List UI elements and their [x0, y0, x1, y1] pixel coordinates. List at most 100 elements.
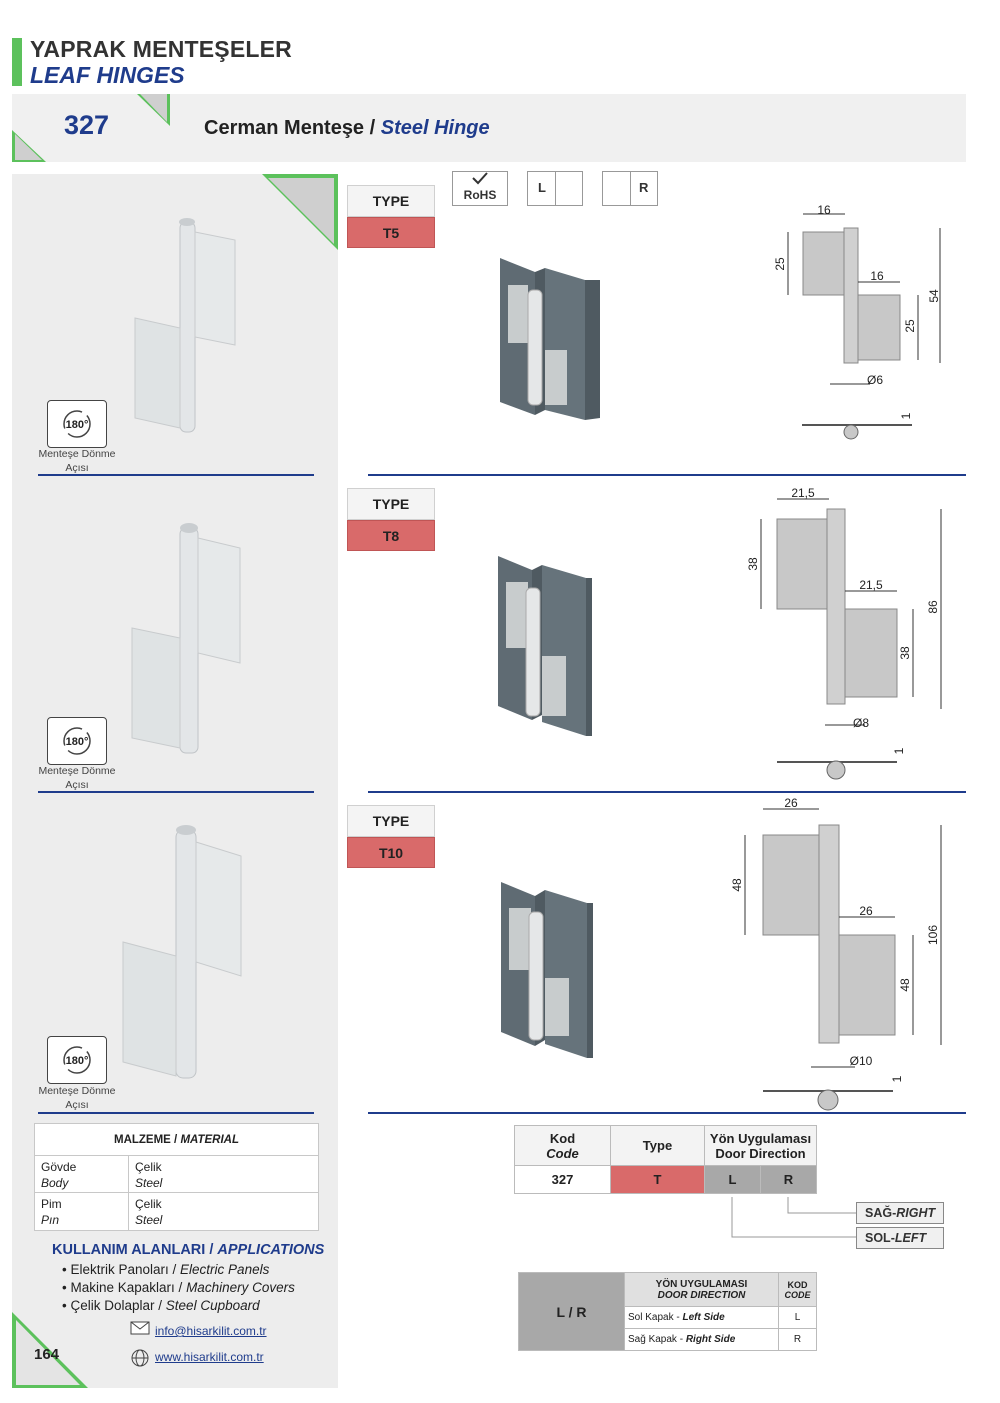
material-heading-tr: MALZEME / — [113, 1133, 178, 1146]
lr-row-right: Sağ Kapak - Right Side — [624, 1328, 779, 1351]
applications-heading-en: APPLICATIONS — [217, 1242, 325, 1258]
svg-text:106: 106 — [926, 925, 940, 945]
type-value: T10 — [347, 837, 435, 868]
material-heading: MALZEME / MATERIAL — [35, 1124, 318, 1156]
application-item: Makine Kapakları / Machinery Covers — [62, 1279, 294, 1297]
section-title-tr: YAPRAK MENTEŞELER — [30, 36, 292, 62]
cell-type: T — [610, 1165, 705, 1194]
title-accent-bar — [12, 38, 22, 86]
svg-text:21,5: 21,5 — [791, 486, 815, 500]
application-item: Elektrik Panoları / Electric Panels — [62, 1261, 295, 1279]
email-icon — [130, 1321, 150, 1335]
svg-text:25: 25 — [903, 319, 917, 333]
right-direction-badge: R — [602, 171, 658, 206]
svg-text:26: 26 — [784, 796, 798, 810]
svg-text:Ø6: Ø6 — [867, 373, 883, 387]
left-direction-badge: L — [527, 171, 583, 206]
rotation-caption-1: Menteşe Dönme — [38, 765, 116, 777]
website-link[interactable]: www.hisarkilit.com.tr — [155, 1350, 264, 1364]
divider — [38, 791, 314, 793]
svg-text:1: 1 — [892, 747, 906, 754]
cell-code: 327 — [514, 1165, 611, 1194]
part-en: Pın — [41, 1213, 60, 1227]
material-tr: Çelik — [135, 1197, 162, 1211]
svg-text:Ø10: Ø10 — [850, 1054, 873, 1068]
rotation-caption-2: Açısı — [65, 779, 89, 791]
section-title-en: LEAF HINGES — [30, 62, 185, 88]
part-en: Body — [41, 1176, 69, 1190]
svg-text:1: 1 — [899, 412, 913, 419]
rotation-caption-1: Menteşe Dönme — [38, 448, 116, 460]
divider — [38, 1112, 314, 1114]
hinge-3d-t8 — [498, 556, 592, 736]
checkmark-icon — [472, 172, 488, 185]
drawing-t5: 16 25 16 25 54 Ø6 1 — [773, 203, 941, 440]
product-code: 327 — [64, 110, 110, 140]
product-name-en: Steel Hinge — [380, 117, 490, 139]
part-tr: Gövde — [41, 1160, 77, 1174]
svg-text:1: 1 — [890, 1075, 904, 1082]
product-band — [12, 94, 966, 162]
svg-text:48: 48 — [730, 878, 744, 892]
rotation-180-icon: 180° — [47, 717, 107, 765]
svg-text:25: 25 — [773, 257, 787, 271]
svg-text:16: 16 — [870, 269, 884, 283]
svg-text:86: 86 — [926, 600, 940, 614]
material-en: Steel — [135, 1176, 163, 1190]
hinge-3d-t5 — [500, 258, 600, 420]
divider — [368, 791, 966, 793]
material-tr: Çelik — [135, 1160, 162, 1174]
header-type: Type — [610, 1125, 705, 1166]
type-label: TYPE — [347, 185, 435, 217]
direction-connectors — [731, 1197, 858, 1238]
applications-list: Elektrik Panoları / Electric Panels Maki… — [62, 1261, 295, 1315]
svg-text:180°: 180° — [66, 419, 89, 431]
divider — [368, 1112, 966, 1114]
rotation-caption-1: Menteşe Dönme — [38, 1085, 116, 1097]
hinge-render-t10 — [122, 825, 242, 1079]
rotation-180-icon: 180° — [47, 1036, 107, 1084]
lr-key: L / R — [518, 1272, 625, 1351]
divider — [38, 474, 314, 476]
svg-text:16: 16 — [817, 203, 831, 217]
email-link[interactable]: info@hisarkilit.com.tr — [155, 1324, 267, 1338]
application-item: Çelik Dolaplar / Steel Cupboard — [62, 1297, 295, 1315]
page-corner — [12, 1312, 88, 1388]
svg-text:48: 48 — [898, 978, 912, 992]
right-direction-label: SAĞ-RIGHT — [856, 1202, 944, 1224]
part-tr: Pim — [41, 1197, 62, 1211]
type-label: TYPE — [347, 805, 435, 837]
type-value: T8 — [347, 520, 435, 551]
svg-text:21,5: 21,5 — [859, 578, 883, 592]
svg-text:54: 54 — [927, 289, 941, 303]
drawing-t8: 21,5 38 21,5 38 86 Ø8 1 — [746, 486, 942, 780]
type-box-t5: TYPE T5 — [347, 185, 435, 248]
svg-text:38: 38 — [898, 646, 912, 660]
type-box-t10: TYPE T10 — [347, 805, 435, 868]
applications-heading: KULLANIM ALANLARI / APPLICATIONS — [52, 1242, 324, 1258]
product-band-corners — [12, 94, 170, 162]
material-en: Steel — [135, 1213, 163, 1227]
cell-left: L — [704, 1165, 761, 1194]
lr-row-left: Sol Kapak - Left Side — [624, 1306, 779, 1329]
rotation-caption-2: Açısı — [65, 462, 89, 474]
applications-heading-tr: KULLANIM ALANLARI / — [52, 1242, 214, 1258]
left-panel-corner — [262, 174, 338, 250]
drawing-t10: 26 48 26 48 106 Ø10 1 — [730, 796, 942, 1111]
rotation-caption-2: Açısı — [65, 1099, 89, 1111]
type-value: T5 — [347, 217, 435, 248]
svg-text:180°: 180° — [66, 1055, 89, 1067]
divider — [368, 474, 966, 476]
globe-icon — [131, 1349, 149, 1367]
lr-code-left: L — [778, 1306, 817, 1329]
page-number: 164 — [34, 1346, 60, 1363]
